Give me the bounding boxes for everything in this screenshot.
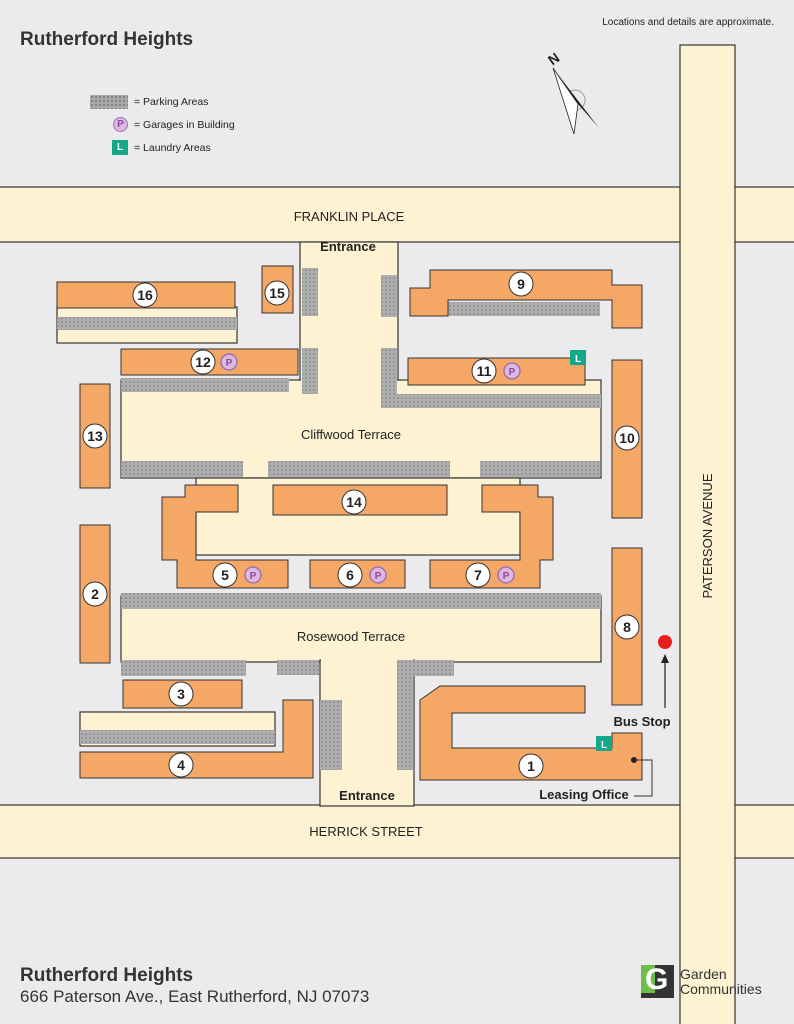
svg-text:9: 9: [517, 276, 525, 292]
south-entrance-label: Entrance: [339, 788, 395, 803]
parking-swatch: [90, 94, 128, 109]
svg-text:L: L: [575, 354, 581, 365]
herrick-street-label: HERRICK STREET: [309, 824, 422, 839]
legend-laundry-label: = Laundry Areas: [134, 141, 211, 154]
footer-address: 666 Paterson Ave., East Rutherford, NJ 0…: [20, 987, 370, 1006]
building-marker-5: 5: [212, 562, 238, 588]
garage-icon: P: [369, 566, 387, 584]
svg-text:12: 12: [195, 354, 211, 370]
garage-icons: P P P P P: [220, 353, 521, 584]
svg-text:L: L: [601, 740, 607, 751]
building-marker-14: 14: [341, 489, 367, 515]
franklin-place-road: [0, 186, 794, 243]
logo-line1: Garden: [680, 965, 727, 982]
legend-garages: P = Garages in Building: [90, 113, 235, 136]
leasing-office-label: Leasing Office: [539, 787, 629, 802]
building-marker-16: 16: [132, 282, 158, 308]
svg-text:10: 10: [619, 430, 635, 446]
legend-garages-label: = Garages in Building: [134, 118, 235, 131]
garage-icon: P: [503, 362, 521, 380]
svg-text:3: 3: [177, 686, 185, 702]
svg-text:N: N: [545, 49, 562, 68]
footer: Rutherford Heights 666 Paterson Ave., Ea…: [20, 965, 369, 1007]
building-numbers: 16 15 12 13 2 3 4 9 11 10 14 5 6 7 8 1: [82, 271, 640, 779]
laundry-icon: L: [570, 350, 586, 365]
bus-stop-icon: [658, 635, 672, 649]
svg-text:5: 5: [221, 567, 229, 583]
building-marker-8: 8: [614, 614, 640, 640]
building-4: [79, 699, 314, 779]
legend: = Parking Areas P = Garages in Building L…: [90, 90, 235, 159]
building-7: [429, 484, 554, 589]
building-marker-6: 6: [337, 562, 363, 588]
building-marker-4: 4: [168, 752, 194, 778]
svg-text:11: 11: [477, 363, 492, 379]
building-marker-13: 13: [82, 423, 108, 449]
building-marker-7: 7: [465, 562, 491, 588]
bus-stop-label: Bus Stop: [613, 714, 670, 729]
building-marker-9: 9: [508, 271, 534, 297]
laundry-icon: L: [596, 736, 612, 751]
building-marker-2: 2: [82, 581, 108, 607]
svg-text:P: P: [250, 571, 257, 582]
legend-laundry: L = Laundry Areas: [90, 136, 235, 159]
building-marker-15: 15: [264, 280, 290, 306]
building-marker-1: 1: [518, 753, 544, 779]
disclaimer: Locations and details are approximate.: [602, 17, 774, 28]
svg-text:8: 8: [623, 619, 631, 635]
legend-parking-label: = Parking Areas: [134, 95, 209, 108]
north-entrance-label: Entrance: [320, 239, 376, 254]
building-marker-12: 12: [190, 349, 216, 375]
garage-icon: P: [244, 566, 262, 584]
svg-text:14: 14: [346, 494, 362, 510]
svg-text:7: 7: [474, 567, 482, 583]
svg-text:16: 16: [137, 287, 153, 303]
svg-text:6: 6: [346, 567, 354, 583]
building-11: [407, 357, 586, 386]
laundry-icon: L: [112, 140, 128, 155]
building-marker-3: 3: [168, 681, 194, 707]
page-title: Rutherford Heights: [20, 29, 194, 50]
building-9: [409, 269, 643, 329]
svg-text:2: 2: [91, 586, 99, 602]
svg-text:1: 1: [527, 758, 535, 774]
rosewood-terrace-label: Rosewood Terrace: [297, 629, 405, 644]
paterson-avenue-label: PATERSON AVENUE: [700, 473, 715, 598]
logo-mark: G: [641, 963, 674, 998]
building-marker-11: 11: [471, 358, 497, 384]
logo-line2: Communities: [680, 980, 762, 997]
legend-parking: = Parking Areas: [90, 90, 235, 113]
garage-icon: P: [220, 353, 238, 371]
svg-text:P: P: [226, 358, 233, 369]
svg-text:15: 15: [269, 285, 285, 301]
compass-icon: N: [545, 49, 599, 135]
building-1: [419, 685, 643, 781]
footer-name: Rutherford Heights: [20, 965, 194, 986]
svg-text:4: 4: [177, 757, 185, 773]
garage-icon: P: [113, 117, 128, 132]
cliffwood-terrace-label: Cliffwood Terrace: [301, 427, 401, 442]
svg-text:13: 13: [87, 428, 103, 444]
svg-text:P: P: [375, 571, 382, 582]
svg-text:P: P: [509, 367, 516, 378]
herrick-street-road: [0, 804, 794, 859]
garage-icon: P: [497, 566, 515, 584]
svg-text:P: P: [503, 571, 510, 582]
building-5: [161, 484, 289, 589]
franklin-place-label: FRANKLIN PLACE: [294, 209, 405, 224]
building-marker-10: 10: [614, 425, 640, 451]
parking-areas: [57, 268, 601, 770]
